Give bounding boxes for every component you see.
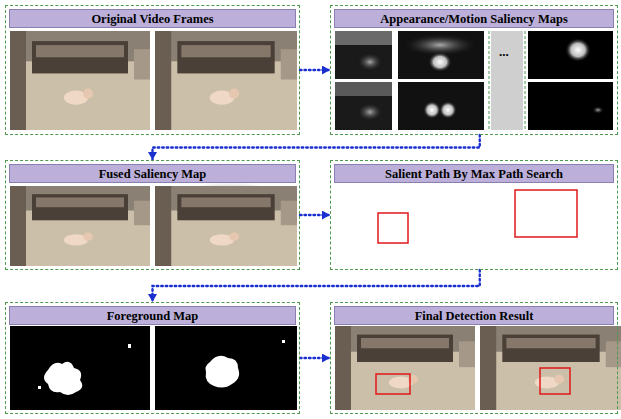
video-frame	[10, 186, 150, 266]
panel-header: Fused Saliency Map	[9, 164, 296, 183]
video-frame	[480, 326, 621, 410]
panel-header: Appearance/Motion Saliency Maps	[334, 9, 614, 28]
ellipsis-label: ...	[497, 45, 511, 59]
stage-panel: Fused Saliency Map	[5, 160, 300, 270]
stage-panel: Original Video Frames	[5, 5, 300, 135]
panel-header: Salient Path By Max Path Search	[334, 164, 614, 183]
flow-arrow	[153, 135, 480, 160]
stage-panel: Foreground Map	[5, 302, 300, 414]
stage-panel: Final Detection Result	[330, 302, 618, 414]
video-frame	[155, 31, 297, 130]
stage-panel: Salient Path By Max Path Search	[330, 160, 618, 270]
panel-header: Final Detection Result	[334, 306, 614, 325]
video-frame	[10, 31, 150, 130]
flow-arrow	[153, 270, 480, 302]
video-frame	[335, 326, 475, 410]
panel-header: Original Video Frames	[9, 9, 296, 28]
flow-arrow	[300, 69, 330, 71]
video-frame	[155, 186, 297, 266]
flow-arrow	[300, 357, 330, 359]
stage-panel: Appearance/Motion Saliency Maps	[330, 5, 618, 135]
fused-saliency	[10, 182, 297, 266]
flow-arrow	[300, 214, 330, 216]
panel-header: Foreground Map	[9, 306, 296, 325]
saliency-maps	[335, 31, 613, 130]
path-boxes	[378, 190, 577, 243]
foreground-map	[10, 326, 297, 410]
detection-boxes	[376, 368, 570, 394]
